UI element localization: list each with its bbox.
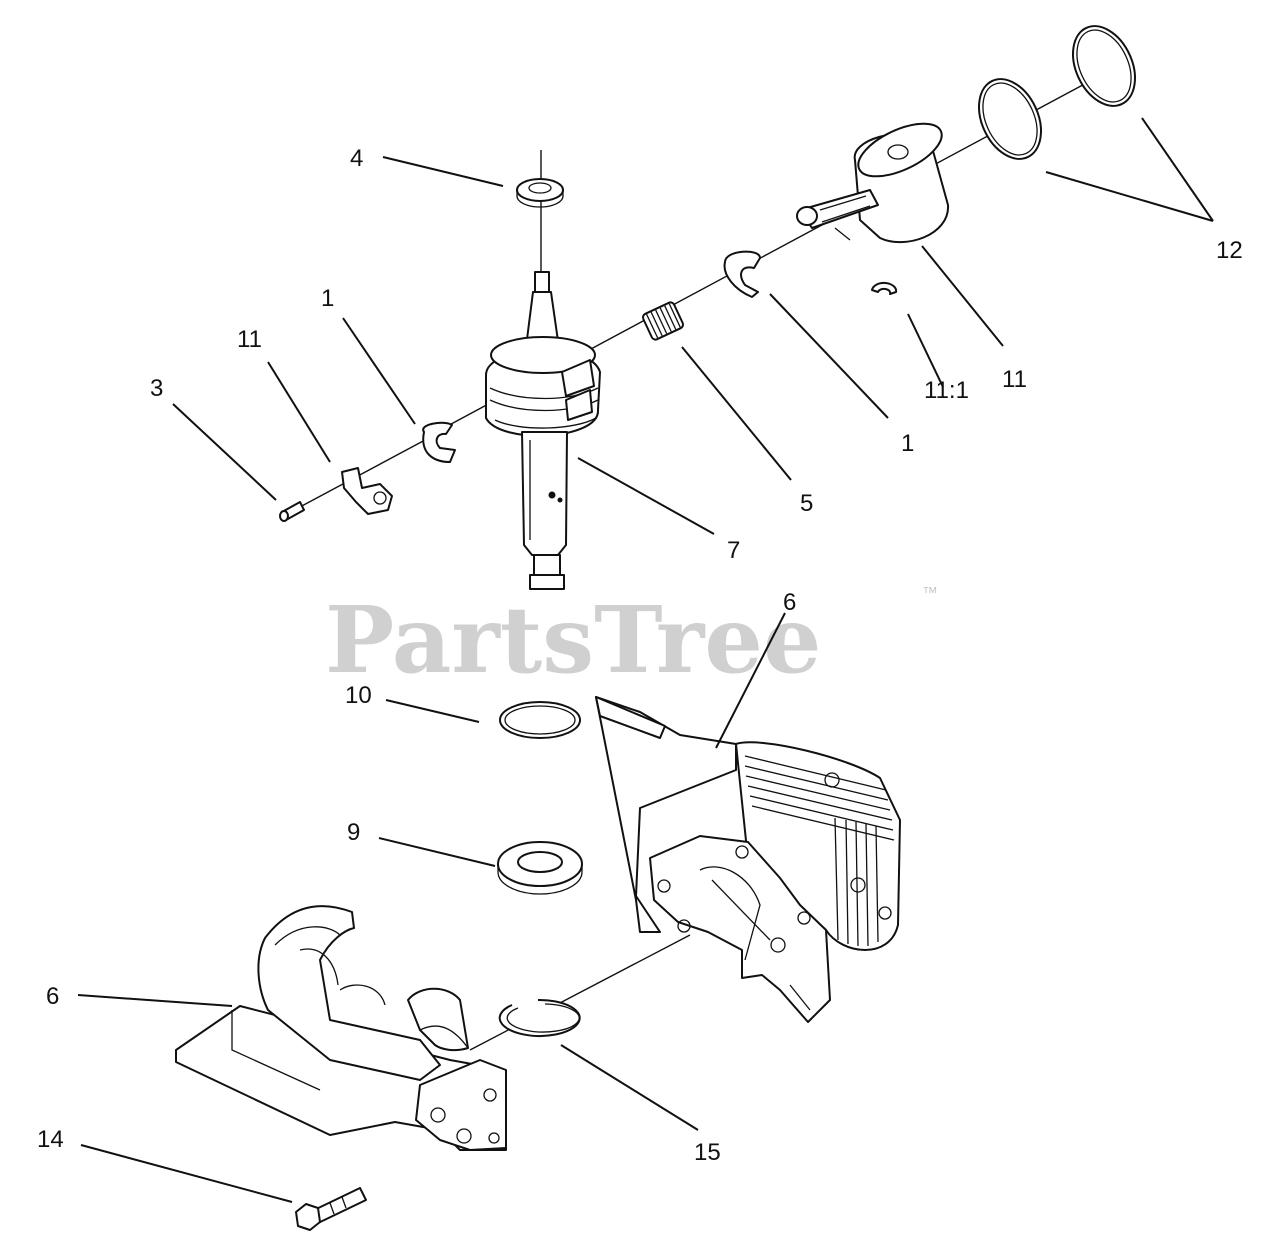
- crankcase-cover-part-6: [175, 905, 507, 1151]
- leader-3: [172, 403, 277, 501]
- crankshaft-part-7: [485, 271, 601, 590]
- callout-11-right: 11: [1002, 366, 1027, 393]
- callout-14: 14: [37, 1126, 64, 1153]
- callout-1-left: 1: [321, 285, 334, 312]
- leader-12-a: [1045, 171, 1214, 222]
- callout-12: 12: [1216, 237, 1243, 264]
- thrust-washer-left-part-1: [422, 421, 456, 463]
- leader-10: [385, 699, 480, 723]
- callout-6-left: 6: [46, 983, 59, 1010]
- connecting-rod-cap-part-11: [341, 467, 393, 515]
- callout-11-1: 11:1: [924, 377, 969, 404]
- leader-6-top: [715, 612, 786, 749]
- leader-11-right: [921, 245, 1004, 347]
- leader-11-left: [267, 361, 331, 463]
- crankpin-axis-left: [284, 431, 441, 516]
- callout-3: 3: [150, 375, 163, 402]
- callout-10: 10: [345, 682, 372, 709]
- piston-pin-clip-part-11-1: [871, 281, 898, 295]
- cap-screw-part-3: [279, 501, 305, 522]
- watermark-trademark: ™: [922, 585, 938, 602]
- callout-11-left: 11: [237, 326, 262, 353]
- oil-seal-part-9: [497, 841, 583, 895]
- piston-rings-part-12: [978, 25, 1136, 160]
- cylinder-crankcase-part-6: [595, 696, 901, 1023]
- leader-11-1: [907, 313, 944, 388]
- piston-part-11: [796, 122, 950, 244]
- seal-washer-part-4: [516, 178, 564, 208]
- thrust-washer-right-part-1: [723, 250, 761, 298]
- crankcase-assembly-axis: [469, 934, 691, 1051]
- callout-5: 5: [800, 490, 813, 517]
- callout-6-top: 6: [783, 589, 796, 616]
- watermark-logo: PartsTree: [325, 586, 821, 694]
- needle-bearing-part-5: [641, 301, 685, 341]
- leader-5: [681, 346, 792, 481]
- leader-1-right: [769, 293, 889, 419]
- callout-9: 9: [347, 819, 360, 846]
- callout-7: 7: [727, 537, 740, 564]
- leader-6-left: [77, 994, 233, 1007]
- leader-14: [80, 1144, 293, 1203]
- retaining-ring-part-15: [498, 998, 581, 1037]
- flange-bolt-part-14: [295, 1187, 367, 1231]
- leader-15: [560, 1044, 699, 1131]
- leader-12-b: [1141, 117, 1214, 222]
- leader-7: [577, 457, 715, 535]
- leader-9: [378, 837, 496, 867]
- leader-1-left: [342, 317, 416, 425]
- callout-4: 4: [350, 145, 363, 172]
- leader-4: [382, 156, 504, 187]
- callout-1-right: 1: [901, 430, 914, 457]
- callout-15: 15: [694, 1139, 721, 1166]
- o-ring-part-10: [499, 701, 581, 739]
